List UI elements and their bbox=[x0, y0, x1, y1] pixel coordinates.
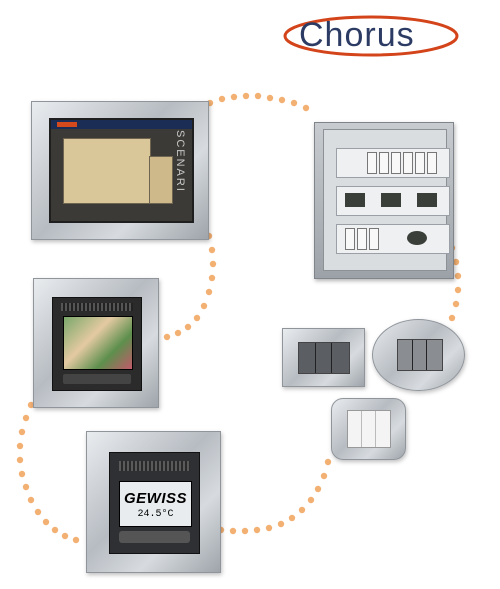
touchscreen-panel: SCENARI bbox=[31, 101, 209, 240]
path-dot bbox=[174, 329, 182, 337]
path-dot bbox=[34, 508, 42, 516]
path-dot bbox=[302, 104, 310, 112]
switch-plate-rectangular bbox=[282, 328, 365, 387]
path-dot bbox=[27, 401, 35, 409]
chorus-logo: Chorus bbox=[283, 14, 461, 62]
thermostat-button-bar bbox=[119, 531, 190, 543]
path-dot bbox=[193, 314, 201, 322]
video-door-phone bbox=[33, 278, 159, 408]
path-dot bbox=[452, 300, 460, 308]
path-dot bbox=[229, 527, 237, 535]
path-dot bbox=[51, 526, 59, 534]
path-dot bbox=[454, 272, 462, 280]
path-dot bbox=[320, 472, 328, 480]
path-dot bbox=[242, 92, 250, 100]
cabinet-door bbox=[323, 129, 450, 271]
path-dot bbox=[163, 333, 171, 341]
floor-plan-image bbox=[63, 138, 151, 204]
path-dot bbox=[452, 258, 460, 266]
path-dot bbox=[42, 518, 50, 526]
thermostat-panel: GEWISS 24.5°C bbox=[86, 431, 221, 573]
path-dot bbox=[288, 514, 296, 522]
path-dot bbox=[208, 246, 216, 254]
thermostat-display: GEWISS 24.5°C bbox=[119, 481, 192, 527]
path-dot bbox=[218, 95, 226, 103]
breaker-row bbox=[336, 148, 450, 178]
rocker-switch bbox=[347, 410, 391, 448]
path-dot bbox=[278, 96, 286, 104]
path-dot bbox=[314, 485, 322, 493]
screen-menu-bar bbox=[51, 120, 192, 129]
path-dot bbox=[184, 323, 192, 331]
path-dot bbox=[324, 458, 332, 466]
path-dot bbox=[22, 414, 30, 422]
path-dot bbox=[27, 496, 35, 504]
path-dot bbox=[448, 314, 456, 322]
speaker-grill bbox=[119, 461, 190, 471]
path-dot bbox=[277, 520, 285, 528]
path-dot bbox=[61, 532, 69, 540]
path-dot bbox=[230, 93, 238, 101]
electrical-cabinet bbox=[314, 122, 454, 279]
rocker-switch bbox=[298, 341, 350, 374]
video-screen bbox=[63, 316, 133, 370]
path-dot bbox=[290, 99, 298, 107]
path-dot bbox=[18, 428, 26, 436]
path-dot bbox=[208, 274, 216, 282]
path-dot bbox=[72, 536, 80, 544]
path-dot bbox=[241, 527, 249, 535]
path-dot bbox=[298, 506, 306, 514]
touchscreen-display: SCENARI bbox=[49, 118, 194, 223]
rocker-switch bbox=[397, 339, 443, 371]
path-dot bbox=[253, 526, 261, 534]
path-dot bbox=[16, 442, 24, 450]
breaker-row bbox=[336, 224, 450, 254]
thermostat-brand: GEWISS bbox=[123, 490, 187, 507]
path-dot bbox=[16, 456, 24, 464]
logo-swoosh-icon bbox=[283, 15, 459, 57]
controller-row bbox=[336, 186, 450, 216]
temperature-readout: 24.5°C bbox=[137, 509, 174, 520]
path-dot bbox=[200, 302, 208, 310]
speaker-grill bbox=[61, 303, 133, 311]
switch-plate-oval bbox=[372, 319, 465, 391]
path-dot bbox=[265, 524, 273, 532]
switch-plate-rounded bbox=[331, 398, 406, 460]
path-dot bbox=[209, 260, 217, 268]
path-dot bbox=[254, 92, 262, 100]
scenari-label: SCENARI bbox=[174, 130, 186, 193]
path-dot bbox=[18, 470, 26, 478]
path-dot bbox=[22, 483, 30, 491]
path-dot bbox=[307, 496, 315, 504]
phone-button-bar bbox=[63, 374, 131, 384]
path-dot bbox=[454, 286, 462, 294]
path-dot bbox=[205, 288, 213, 296]
logo-text: Chorus bbox=[299, 16, 415, 54]
path-dot bbox=[266, 94, 274, 102]
